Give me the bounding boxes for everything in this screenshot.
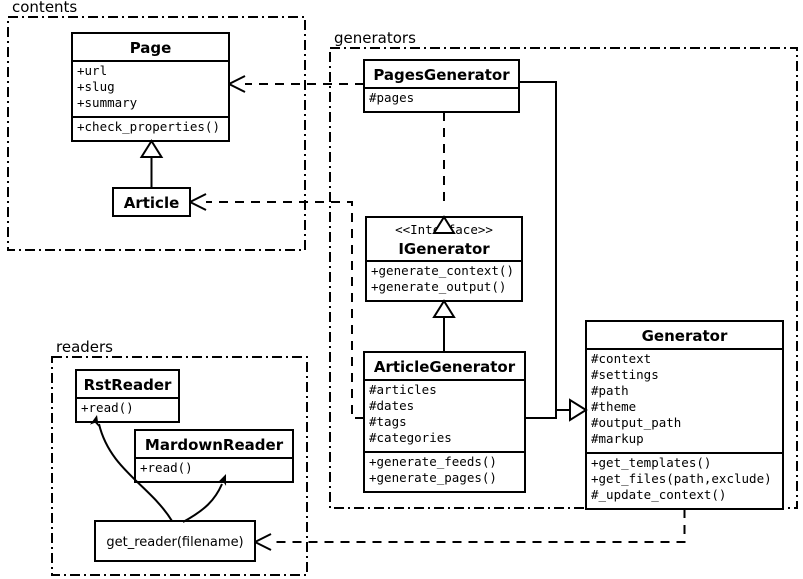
class-attribute-generator-0: #context — [591, 351, 651, 366]
class-page[interactable]: Page +url+slug+summary +check_properties() — [71, 32, 230, 142]
class-attribute-article_generator-3: #categories — [369, 430, 452, 445]
class-box-mardown_reader[interactable] — [134, 429, 294, 483]
class-attribute-pages_generator-0: #pages — [369, 90, 414, 105]
relation-pagesgenerator-depends-page-arrowhead-a — [228, 75, 246, 85]
relation-getreader-creates-rstreader-arrowhead — [89, 415, 99, 427]
class-attribute-generator-5: #markup — [591, 431, 644, 446]
class-article[interactable]: Article — [112, 187, 191, 217]
class-method-article_generator-1: +generate_pages() — [369, 470, 497, 485]
package-readers: readers — [51, 338, 308, 576]
class-article_generator[interactable]: ArticleGenerator #articles#dates#tags#cat… — [363, 351, 526, 493]
class-generator[interactable]: Generator #context#settings#path#theme#ou… — [585, 320, 784, 510]
package-border-readers — [51, 356, 308, 576]
class-name-igenerator: IGenerator — [398, 240, 490, 258]
class-attribute-article_generator-2: #tags — [369, 414, 407, 429]
class-name-page: Page — [130, 39, 172, 57]
relation-generator-depends-getreader-arrowhead-a — [254, 533, 272, 543]
package-label-generators: generators — [334, 29, 416, 47]
class-method-generator-0: +get_templates() — [591, 455, 711, 470]
relation-articlegenerator-realizes-igenerator-arrowhead — [432, 299, 456, 318]
class-name-rst_reader: RstReader — [84, 376, 172, 394]
class-attribute-page-0: +url — [77, 63, 107, 78]
class-attribute-article_generator-1: #dates — [369, 398, 414, 413]
class-name-article_generator: ArticleGenerator — [374, 358, 516, 376]
relation-articlegenerator-inherits-generator-line — [525, 409, 570, 419]
relation-pagesgenerator-realizes-igenerator-arrowhead — [432, 215, 456, 234]
function-box-get_reader[interactable] — [94, 520, 256, 562]
relation-pagesgenerator-depends-page-arrowhead — [228, 75, 246, 93]
package-label-readers: readers — [56, 338, 113, 356]
relation-getreader-creates-rstreader-line — [98, 423, 173, 522]
relation-articlegenerator-depends-article-arrowhead — [189, 193, 207, 211]
class-rst_reader[interactable]: RstReader +read() — [75, 369, 180, 423]
class-method-article_generator-0: +generate_feeds() — [369, 454, 497, 469]
class-box-article_generator[interactable] — [363, 351, 526, 493]
relation-generator-depends-getreader-arrowhead-b — [254, 541, 272, 551]
class-attribute-generator-2: #path — [591, 383, 629, 398]
class-box-generator[interactable] — [585, 320, 784, 510]
class-method-mardown_reader-0: +read() — [140, 460, 193, 475]
package-label-contents: contents — [12, 0, 77, 16]
relation-pagesgenerator-depends-page-arrowhead-b — [228, 83, 246, 93]
package-generators: generators — [329, 29, 798, 509]
class-method-igenerator-1: +generate_output() — [371, 279, 506, 294]
relation-getreader-creates-mardownreader-arrowhead — [217, 474, 227, 486]
relation-articlegenerator-depends-article-arrowhead-a — [189, 193, 207, 203]
function-label-get_reader: get_reader(filename) — [106, 535, 243, 550]
class-method-page-0: +check_properties() — [77, 119, 220, 134]
package-contents: contents — [7, 0, 306, 251]
package-border-generators — [329, 47, 798, 509]
class-attribute-page-2: +summary — [77, 95, 138, 110]
class-attribute-page-1: +slug — [77, 79, 115, 94]
class-name-mardown_reader: MardownReader — [145, 436, 284, 454]
relation-generator-depends-getreader-line — [271, 509, 686, 543]
class-pages_generator[interactable]: PagesGenerator #pages — [363, 59, 520, 113]
relation-articlegenerator-depends-article-line — [206, 201, 364, 419]
class-name-generator: Generator — [642, 327, 728, 345]
class-attribute-generator-4: #output_path — [591, 415, 681, 430]
class-method-generator-2: #_update_context() — [591, 487, 726, 502]
class-attribute-generator-3: #theme — [591, 399, 636, 414]
relation-generator-depends-getreader-arrowhead — [254, 533, 272, 551]
class-attribute-generator-1: #settings — [591, 367, 659, 382]
class-method-rst_reader-0: +read() — [81, 400, 134, 415]
class-name-article: Article — [124, 194, 180, 212]
package-border-contents — [7, 16, 306, 251]
class-method-generator-1: +get_files(path,exclude) — [591, 471, 772, 486]
class-box-rst_reader[interactable] — [75, 369, 180, 423]
class-attribute-article_generator-0: #articles — [369, 382, 437, 397]
class-mardown_reader[interactable]: MardownReader +read() — [134, 429, 294, 483]
class-name-pages_generator: PagesGenerator — [373, 66, 510, 84]
relation-article-inherits-page-arrowhead — [139, 139, 164, 158]
relation-pagesgenerator-inherits-generator-arrowhead — [569, 398, 588, 422]
relation-articlegenerator-depends-article-arrowhead-b — [189, 201, 207, 211]
relation-getreader-creates-mardownreader-line — [182, 483, 223, 523]
class-box-pages_generator[interactable] — [363, 59, 520, 113]
class-method-igenerator-0: +generate_context() — [371, 263, 514, 278]
class-box-page[interactable] — [71, 32, 230, 142]
relation-pagesgenerator-inherits-generator-line — [519, 81, 570, 411]
function-get_reader[interactable]: get_reader(filename) — [94, 520, 256, 562]
relations-layer — [89, 75, 686, 551]
